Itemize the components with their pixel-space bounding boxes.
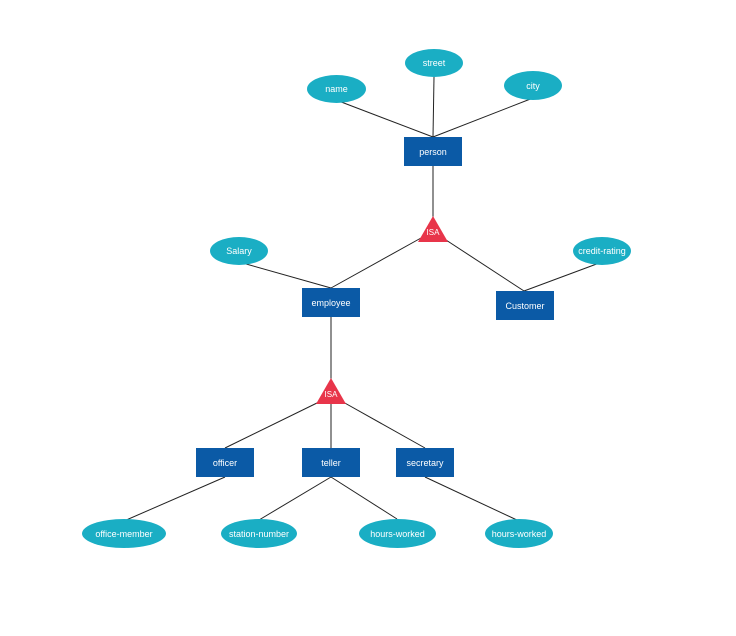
entity-teller: teller xyxy=(302,448,360,477)
edge-name-person xyxy=(335,99,434,138)
attribute-hours-worked-teller: hours-worked xyxy=(359,519,436,548)
edge-officer-officemember xyxy=(123,476,226,522)
edge-creditrating-customer xyxy=(523,261,603,292)
isa-triangle-icon xyxy=(316,378,346,404)
entity-customer: Customer xyxy=(496,291,554,320)
edge-isa-employee xyxy=(330,237,422,289)
isa-label: ISA xyxy=(426,228,440,237)
attribute-name: name xyxy=(307,75,366,103)
isa-label: ISA xyxy=(324,390,338,399)
attribute-credit-rating: credit-rating xyxy=(573,237,631,265)
isa-employee: ISA xyxy=(316,378,346,404)
edge-isa-customer xyxy=(445,239,525,292)
edge-isa-secretary xyxy=(342,401,426,449)
edge-teller-stationnumber xyxy=(258,476,332,521)
isa-person: ISA xyxy=(418,216,448,242)
isa-triangle-icon xyxy=(418,216,448,242)
edge-street-person xyxy=(432,76,435,138)
edge-salary-employee xyxy=(238,261,332,289)
edge-teller-hoursworked xyxy=(330,476,398,520)
entity-employee: employee xyxy=(302,288,360,317)
entity-officer: officer xyxy=(196,448,254,477)
edge-city-person xyxy=(432,97,534,138)
attribute-street: street xyxy=(405,49,463,77)
edge-isa-officer xyxy=(224,401,320,449)
attribute-office-member: office-member xyxy=(82,519,166,548)
attribute-hours-worked-secretary: hours-worked xyxy=(485,519,553,548)
entity-person: person xyxy=(404,137,462,166)
attribute-city: city xyxy=(504,71,562,100)
entity-secretary: secretary xyxy=(396,448,454,477)
attribute-station-number: station-number xyxy=(221,519,297,548)
attribute-salary: Salary xyxy=(210,237,268,265)
edge-secretary-hoursworked xyxy=(424,476,520,522)
